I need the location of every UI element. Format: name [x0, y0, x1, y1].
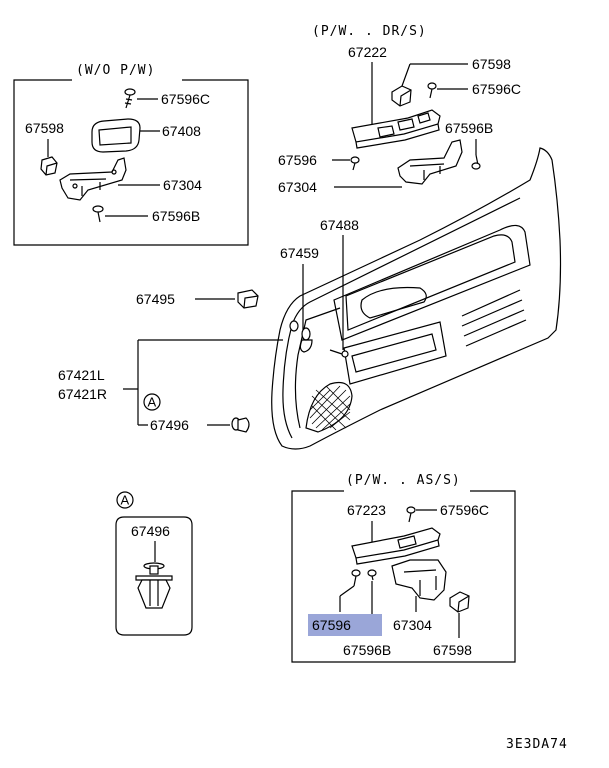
part-label-67598[interactable]: 67598	[25, 120, 64, 136]
ref-marker-a: A	[143, 393, 161, 411]
clip-icon	[231, 417, 250, 433]
part-label-67421l[interactable]: 67421L	[58, 367, 105, 383]
clip-icon	[135, 562, 173, 609]
detail-a: A 67496	[115, 491, 193, 636]
screw-icon	[124, 88, 136, 109]
ref-marker-a: A	[116, 491, 134, 509]
part-label-67408[interactable]: 67408	[162, 123, 201, 139]
svg-text:A: A	[121, 493, 130, 508]
part-label-67496[interactable]: 67496	[150, 417, 189, 433]
part-label-67596c[interactable]: 67596C	[161, 91, 210, 107]
clip-icon	[237, 289, 259, 309]
screw-icon	[471, 154, 481, 170]
highlight-67596	[308, 614, 382, 636]
screw-icon	[427, 82, 437, 99]
speaker-grille	[305, 381, 353, 433]
part-label-67304-dr[interactable]: 67304	[278, 179, 317, 195]
section-pw-dr: (P/W. . DR/S) 67222 67598 67596C 67596B	[278, 24, 521, 195]
bracket-icon	[397, 139, 463, 185]
part-label-67304[interactable]: 67304	[163, 177, 202, 193]
screw-icon	[92, 205, 104, 223]
part-label-67223[interactable]: 67223	[347, 502, 386, 518]
part-label-67598-dr[interactable]: 67598	[472, 56, 511, 72]
diagram-code: 3E3DA74	[506, 737, 568, 752]
bracket-icon	[59, 157, 127, 201]
screw-icon	[406, 506, 416, 523]
part-label-67459[interactable]: 67459	[280, 245, 319, 261]
door-trim-panel	[271, 147, 562, 450]
screw-icon	[329, 349, 349, 358]
part-label-67488[interactable]: 67488	[320, 217, 359, 233]
part-label-67596c-dr[interactable]: 67596C	[472, 81, 521, 97]
switch-bezel-icon	[91, 118, 141, 153]
screw-icon	[367, 569, 377, 581]
section-wo-pw: (W/O P/W) 67596C 67598 67408	[13, 63, 249, 246]
part-label-67496-detail[interactable]: 67496	[131, 523, 170, 539]
clip-icon	[391, 85, 412, 107]
part-label-67421r[interactable]: 67421R	[58, 386, 107, 402]
clip-icon	[449, 591, 470, 613]
part-label-67596-dr[interactable]: 67596	[278, 152, 317, 168]
bracket-icon	[391, 559, 447, 601]
part-label-67222[interactable]: 67222	[348, 44, 387, 60]
screw-icon	[350, 156, 360, 171]
window-switch-panel-icon	[351, 109, 441, 149]
section-label-pw-dr: (P/W. . DR/S)	[312, 24, 427, 39]
clip-icon	[40, 156, 58, 176]
part-label-67596c-as[interactable]: 67596C	[440, 502, 489, 518]
part-label-67596b-as[interactable]: 67596B	[343, 642, 391, 658]
window-switch-panel-icon	[351, 527, 441, 565]
part-label-67495[interactable]: 67495	[136, 291, 175, 307]
section-label-wo-pw: (W/O P/W)	[76, 63, 155, 78]
svg-text:A: A	[148, 395, 157, 410]
part-label-67596b-dr[interactable]: 67596B	[445, 120, 493, 136]
part-label-67598-as[interactable]: 67598	[433, 642, 472, 658]
section-pw-as: (P/W. . AS/S) 67223 67596C 67304 6759	[291, 473, 516, 663]
part-label-67596b[interactable]: 67596B	[152, 208, 200, 224]
part-label-67596-as[interactable]: 67596	[312, 617, 351, 633]
section-label-pw-as: (P/W. . AS/S)	[346, 473, 461, 488]
screw-icon	[351, 569, 361, 587]
part-label-67304-as[interactable]: 67304	[393, 617, 432, 633]
